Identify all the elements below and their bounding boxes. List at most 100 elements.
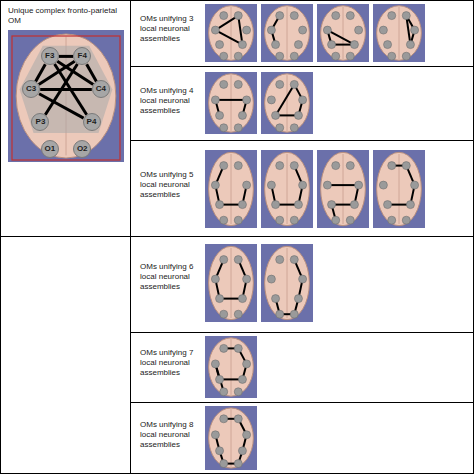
electrode-dot <box>388 216 396 224</box>
panel-ground <box>205 72 257 134</box>
electrode-label: P3 <box>36 118 46 126</box>
brain-fissure <box>231 75 232 131</box>
panel-heading: Unique complex fronto-parietal OM <box>8 6 118 26</box>
brain-thumbnail <box>261 244 313 322</box>
panel-ground <box>205 336 257 398</box>
electrode-dot <box>211 26 219 34</box>
brain-outline <box>377 6 422 61</box>
electrode-dot <box>243 360 251 368</box>
electrode-dot <box>243 96 251 104</box>
electrode-dot <box>328 41 336 49</box>
electrode-dot <box>220 216 228 224</box>
row-rule <box>130 140 474 141</box>
brain-fissure <box>231 7 232 59</box>
panel-ground <box>205 244 257 322</box>
brain-fissure <box>287 75 288 131</box>
row-rule <box>130 66 474 67</box>
row-heading: OMs unifying 3 local neuronal assemblies <box>140 14 202 44</box>
electrode-dot <box>290 216 298 224</box>
electrode-dot <box>294 201 302 209</box>
coupling-line <box>276 84 295 115</box>
electrode-dot <box>272 111 280 119</box>
electrode-dot <box>332 216 340 224</box>
electrode-dot <box>388 12 396 20</box>
electrode-dot <box>272 201 280 209</box>
electrode-dot <box>276 256 284 264</box>
coupling-connector <box>36 64 46 81</box>
brain-thumbnail <box>373 150 425 228</box>
electrode-dot <box>220 80 228 88</box>
electrode-dot <box>234 52 242 60</box>
electrode-dot <box>276 124 284 132</box>
electrode-dot <box>220 415 228 423</box>
electrode-dot <box>211 96 219 104</box>
electrode-dot <box>216 111 224 119</box>
electrode-dot <box>234 216 242 224</box>
coupling-line <box>215 364 223 392</box>
brain-thumbnail <box>205 336 257 398</box>
electrode-dot <box>243 431 251 439</box>
electrode-dot <box>384 41 392 49</box>
row-heading: OMs unifying 7 local neuronal assemblies <box>140 348 202 378</box>
electrode-dot <box>267 275 275 283</box>
electrode-dot <box>220 256 228 264</box>
electrode-dot <box>355 181 363 189</box>
coupling-line <box>215 99 246 101</box>
brain-fissure <box>343 154 344 224</box>
electrode-dot <box>379 26 387 34</box>
row-heading: OMs unifying 4 local neuronal assemblies <box>140 86 202 116</box>
electrode-label: C3 <box>26 85 36 93</box>
electrode-dot <box>234 344 242 352</box>
row-heading: OMs unifying 8 local neuronal assemblies <box>140 420 202 450</box>
electrode-dot <box>220 124 228 132</box>
electrode-dot <box>411 181 419 189</box>
panel-ground <box>373 4 425 62</box>
electrode-dot <box>290 12 298 20</box>
electrode-dot <box>346 216 354 224</box>
brain-outline <box>265 152 310 225</box>
electrode-dot <box>220 460 228 468</box>
electrode-dot <box>272 295 280 303</box>
electrode-dot <box>216 447 224 455</box>
electrode-dot <box>290 124 298 132</box>
electrode-dot <box>332 12 340 20</box>
electrode-dot <box>294 41 302 49</box>
electrode-dot <box>379 181 387 189</box>
electrode-dot <box>211 431 219 439</box>
electrode-dot <box>346 12 354 20</box>
brain-thumbnail <box>205 406 257 470</box>
electrode-dot <box>276 162 284 170</box>
row-heading: OMs unifying 5 local neuronal assemblies <box>140 170 202 200</box>
electrode-dot <box>402 52 410 60</box>
electrode-dot <box>234 124 242 132</box>
brain-fissure <box>231 154 232 224</box>
row-rule <box>130 402 474 403</box>
brain-fissure <box>231 248 232 318</box>
coupling-connector <box>40 88 92 91</box>
electrode-dot <box>290 162 298 170</box>
coupling-connector <box>87 64 97 81</box>
brain-thumbnail <box>317 4 369 62</box>
electrode-dot <box>299 26 307 34</box>
electrode-dot <box>406 201 414 209</box>
brain-thumbnail <box>317 150 369 228</box>
electrode-dot <box>402 12 410 20</box>
electrode-dot <box>411 26 419 34</box>
row-rule <box>130 332 474 333</box>
panel-ground <box>205 150 257 228</box>
brain-outline <box>209 246 254 319</box>
brain-outline <box>209 338 254 396</box>
electrode-node: O1 <box>41 140 59 158</box>
electrode-dot <box>243 181 251 189</box>
electrode-dot <box>238 447 246 455</box>
coupling-line <box>238 16 242 45</box>
electrode-dot <box>211 181 219 189</box>
brain-fissure <box>343 7 344 59</box>
electrode-dot <box>384 201 392 209</box>
electrode-dot <box>220 52 228 60</box>
electrode-dot <box>290 256 298 264</box>
electrode-dot <box>332 162 340 170</box>
